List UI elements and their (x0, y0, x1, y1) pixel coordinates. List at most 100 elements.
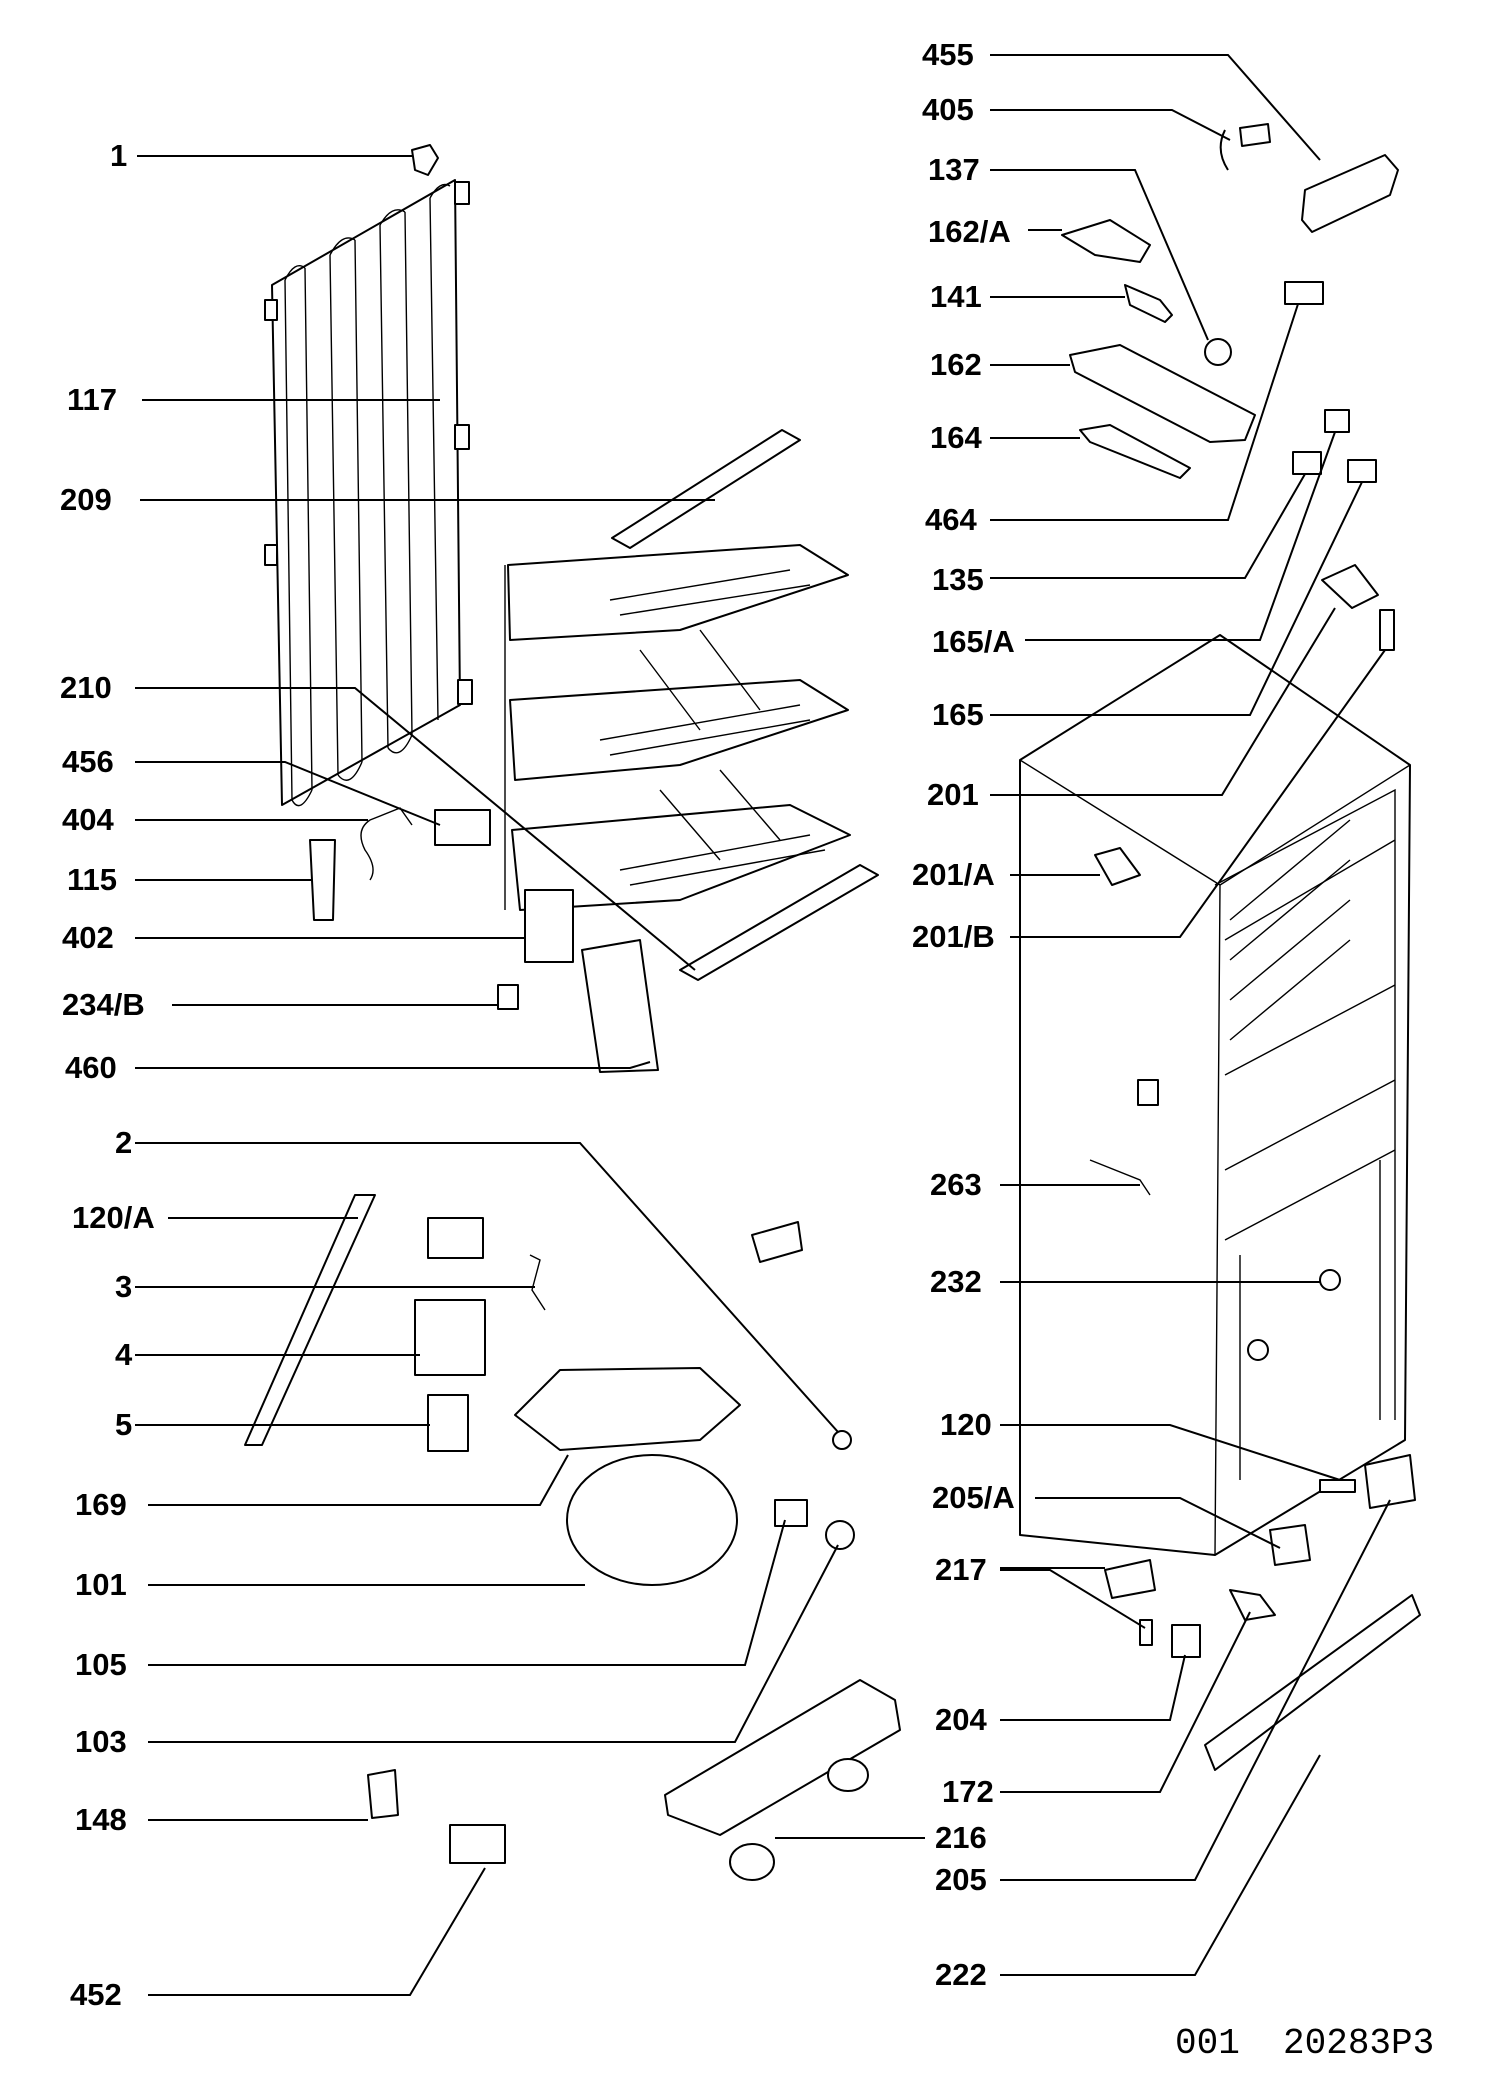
part-hinge-201 (1321, 564, 1379, 609)
part-foot-216 (729, 1843, 775, 1881)
callout-456: 456 (62, 744, 114, 779)
part-switch-452 (449, 1824, 506, 1864)
callout-135: 135 (932, 562, 984, 597)
part-hinge-205 (1364, 1454, 1416, 1509)
part-block-204 (1171, 1624, 1201, 1658)
callout-464: 464 (925, 502, 977, 537)
callout-263: 263 (930, 1167, 982, 1202)
part-hinge-201a (1094, 847, 1141, 886)
part-overload-103 (825, 1520, 855, 1550)
callout-164: 164 (930, 420, 982, 455)
callout-115: 115 (67, 862, 117, 897)
callout-3: 3 (115, 1269, 132, 1304)
part-clip-464 (1284, 281, 1324, 305)
callout-201b: 201/B (912, 919, 995, 954)
callout-165a: 165/A (932, 624, 1015, 659)
callout-217: 217 (935, 1552, 987, 1587)
part-condenser (264, 179, 473, 807)
callout-210: 210 (60, 670, 112, 705)
callout-404: 404 (62, 802, 114, 837)
callout-105: 105 (75, 1647, 127, 1682)
part-relay-holder-120a (244, 1194, 376, 1446)
callout-1: 1 (110, 138, 127, 173)
part-wire-263 (1089, 1159, 1151, 1196)
part-clip-234b (497, 984, 519, 1010)
part-rail-lower (679, 864, 879, 981)
callout-162: 162 (930, 347, 982, 382)
part-foot-216b (827, 1758, 869, 1792)
callout-5: 5 (115, 1407, 132, 1442)
part-plate-402 (524, 889, 574, 963)
part-clip-165a (1324, 409, 1350, 433)
part-drawings (244, 123, 1421, 1881)
callout-117: 117 (67, 382, 117, 417)
part-cap-5 (427, 1394, 469, 1452)
callout-402: 402 (62, 920, 114, 955)
part-clip-456 (434, 809, 491, 846)
part-bolt-232 (1319, 1269, 1341, 1291)
callout-162a: 162/A (928, 214, 1011, 249)
part-base-tray (664, 1679, 901, 1836)
callout-4: 4 (115, 1337, 133, 1372)
callouts-left: 1 117 209 210 456 404 115 402 234/B 460 … (60, 138, 155, 2012)
callout-101: 101 (75, 1567, 127, 1602)
part-evaporator (504, 544, 851, 911)
part-lamp-405 (1219, 123, 1271, 171)
leader-lines (135, 54, 1391, 1996)
callout-103: 103 (75, 1724, 127, 1759)
callout-120: 120 (940, 1407, 992, 1442)
callout-205a: 205/A (932, 1480, 1015, 1515)
callout-455: 455 (922, 37, 974, 72)
part-clip-135 (1292, 451, 1322, 475)
part-cover-169 (514, 1367, 741, 1451)
callout-2: 2 (115, 1125, 132, 1160)
part-kickplate-222 (1204, 1594, 1421, 1771)
part-drier-115 (309, 839, 336, 921)
part-plate-162a (1061, 219, 1151, 263)
part-rail-209 (611, 429, 801, 549)
part-screw (1139, 1619, 1153, 1646)
part-cover-164 (1079, 424, 1191, 479)
part-clip-1 (411, 144, 439, 176)
callout-209: 209 (60, 482, 112, 517)
part-starter-block (427, 1217, 484, 1259)
part-pin-120 (1319, 1479, 1356, 1493)
part-bracket-top (751, 1221, 803, 1263)
callout-204: 204 (935, 1702, 987, 1737)
part-compressor-101 (566, 1454, 738, 1586)
callouts-right: 455 405 137 162/A 141 162 164 464 135 16… (912, 37, 1015, 1992)
callout-232: 232 (930, 1264, 982, 1299)
callout-172: 172 (942, 1774, 994, 1809)
callout-222: 222 (935, 1957, 987, 1992)
callout-148: 148 (75, 1802, 127, 1837)
part-cabinet (1019, 634, 1411, 1556)
callout-452: 452 (70, 1977, 122, 2012)
part-clip-ctr (1137, 1079, 1159, 1106)
part-hinge-205a (1269, 1524, 1311, 1566)
part-housing-162 (1069, 344, 1256, 443)
callout-141: 141 (930, 279, 982, 314)
callout-201a: 201/A (912, 857, 995, 892)
callout-405: 405 (922, 92, 974, 127)
callout-205: 205 (935, 1862, 987, 1897)
part-wire-3 (529, 1254, 546, 1311)
part-ring-2 (832, 1430, 852, 1450)
part-relay-4 (414, 1299, 486, 1376)
part-lamp-141 (1124, 284, 1173, 323)
part-knob-137 (1204, 338, 1232, 366)
part-bracket-217 (1104, 1559, 1156, 1599)
part-fitting-105 (774, 1499, 808, 1527)
callout-120a: 120/A (72, 1200, 155, 1235)
callout-201: 201 (927, 777, 979, 812)
callout-234b: 234/B (62, 987, 145, 1022)
part-cover-460 (581, 939, 659, 1073)
callout-137: 137 (928, 152, 980, 187)
callout-169: 169 (75, 1487, 127, 1522)
part-plate-172 (1229, 1589, 1276, 1621)
callout-165: 165 (932, 697, 984, 732)
callout-460: 460 (65, 1050, 117, 1085)
part-clip-165 (1347, 459, 1377, 483)
part-valve-404 (360, 807, 413, 881)
drawing-code: 001 20283P3 (1175, 2023, 1434, 2064)
